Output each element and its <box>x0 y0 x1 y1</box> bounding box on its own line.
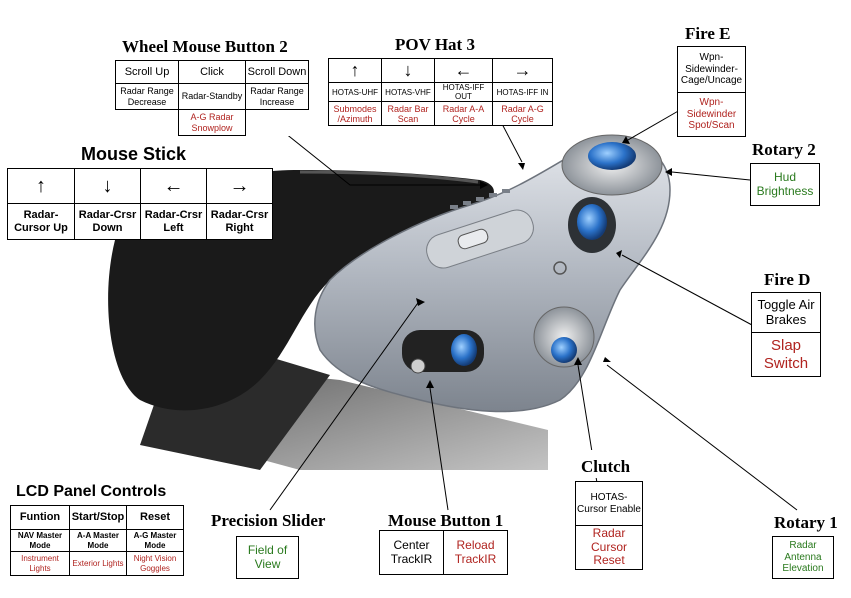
leader-lines <box>249 104 798 511</box>
rotary-1-box: Radar Antenna Elevation <box>772 536 834 579</box>
wheel-header: Scroll Down <box>245 60 309 84</box>
rotary-2-box: Hud Brightness <box>750 163 820 206</box>
mouse-stick-cell: Radar-Cursor Up <box>7 203 75 240</box>
lcd-cell: Exterior Lights <box>69 551 127 576</box>
lcd-cell: A-A Master Mode <box>69 529 127 552</box>
fire-e-cell: Wpn-Sidewinder-Cage/Uncage <box>677 46 746 93</box>
lcd-panel-title: LCD Panel Controls <box>16 483 167 500</box>
precision-slider-box: Field of View <box>236 536 299 579</box>
clutch-cell: Radar Cursor Reset <box>575 525 643 570</box>
lcd-cell: Night Vision Goggles <box>126 551 184 576</box>
clutch-cell: HOTAS-Cursor Enable <box>575 481 643 526</box>
right-arrow-icon: → <box>206 168 273 204</box>
fire-e-title: Fire E <box>685 24 731 43</box>
mouse-stick-cell: Radar-Crsr Right <box>206 203 273 240</box>
lcd-cell: Instrument Lights <box>10 551 70 576</box>
lcd-cell: A-G Master Mode <box>126 529 184 552</box>
wheel-header: Scroll Up <box>115 60 179 84</box>
wheel-header: Click <box>178 60 246 84</box>
fire-d-cell: Slap Switch <box>751 332 821 377</box>
left-arrow-icon: ← <box>434 58 493 83</box>
wheel-cell: Radar-Standby <box>178 83 246 110</box>
rotary-2-title: Rotary 2 <box>752 140 816 159</box>
rotary-1-title: Rotary 1 <box>774 513 838 532</box>
fire-e-cell: Wpn-Sidewinder Spot/Scan <box>677 92 746 137</box>
arrow-heads <box>416 136 672 388</box>
mouse-stick-cell: Radar-Crsr Down <box>74 203 141 240</box>
lcd-header: Reset <box>126 505 184 530</box>
pov-cell: Radar Bar Scan <box>381 101 435 127</box>
wheel-cell: Radar Range Increase <box>245 83 309 110</box>
left-arrow-icon: ← <box>140 168 207 204</box>
mouse-button-1 <box>451 334 477 366</box>
pov-cell: HOTAS-VHF <box>381 81 435 103</box>
fire-d-button <box>577 204 607 240</box>
right-arrow-icon: → <box>492 58 553 83</box>
precision-slider-knob <box>457 228 489 250</box>
pov-cell: Radar A-G Cycle <box>492 101 553 127</box>
mouse-stick-cell: Radar-Crsr Left <box>140 203 207 240</box>
pov-cell: HOTAS-IFF OUT <box>434 81 493 103</box>
fire-d-cell: Toggle Air Brakes <box>751 292 821 333</box>
clutch-button <box>551 337 577 363</box>
wheel-mouse-button-2-title: Wheel Mouse Button 2 <box>122 37 288 56</box>
pov-cell: Submodes /Azimuth <box>328 101 382 127</box>
lcd-header: Funtion <box>10 505 70 530</box>
wheel-cell: Radar Range Decrease <box>115 83 179 110</box>
up-arrow-icon: ↑ <box>328 58 382 83</box>
pov-cell: HOTAS-UHF <box>328 81 382 103</box>
down-arrow-icon: ↓ <box>74 168 141 204</box>
mouse-stick-title: Mouse Stick <box>81 144 187 164</box>
mouse-button-1-cell: Reload TrackIR <box>443 530 508 575</box>
down-arrow-icon: ↓ <box>381 58 435 83</box>
up-arrow-icon: ↑ <box>7 168 75 204</box>
pov-cell: Radar A-A Cycle <box>434 101 493 127</box>
precision-slider-title: Precision Slider <box>211 511 326 530</box>
lcd-header: Start/Stop <box>69 505 127 530</box>
fire-e-table: Wpn-Sidewinder-Cage/Uncage Wpn-Sidewinde… <box>677 46 746 137</box>
mouse-button-1-cell: Center TrackIR <box>379 530 444 575</box>
mouse-button-1-title: Mouse Button 1 <box>388 511 504 530</box>
pov-cell: HOTAS-IFF IN <box>492 81 553 103</box>
clutch-table: HOTAS-Cursor Enable Radar Cursor Reset <box>575 481 643 570</box>
lcd-cell: NAV Master Mode <box>10 529 70 552</box>
fire-d-title: Fire D <box>764 270 811 289</box>
fire-e-button <box>588 142 636 170</box>
clutch-title: Clutch <box>581 457 631 476</box>
fire-d-table: Toggle Air Brakes Slap Switch <box>751 292 821 377</box>
pov-hat-3-title: POV Hat 3 <box>395 35 475 54</box>
wheel-cell: A-G Radar Snowplow <box>178 109 246 136</box>
mouse-stick-knob <box>410 358 426 374</box>
